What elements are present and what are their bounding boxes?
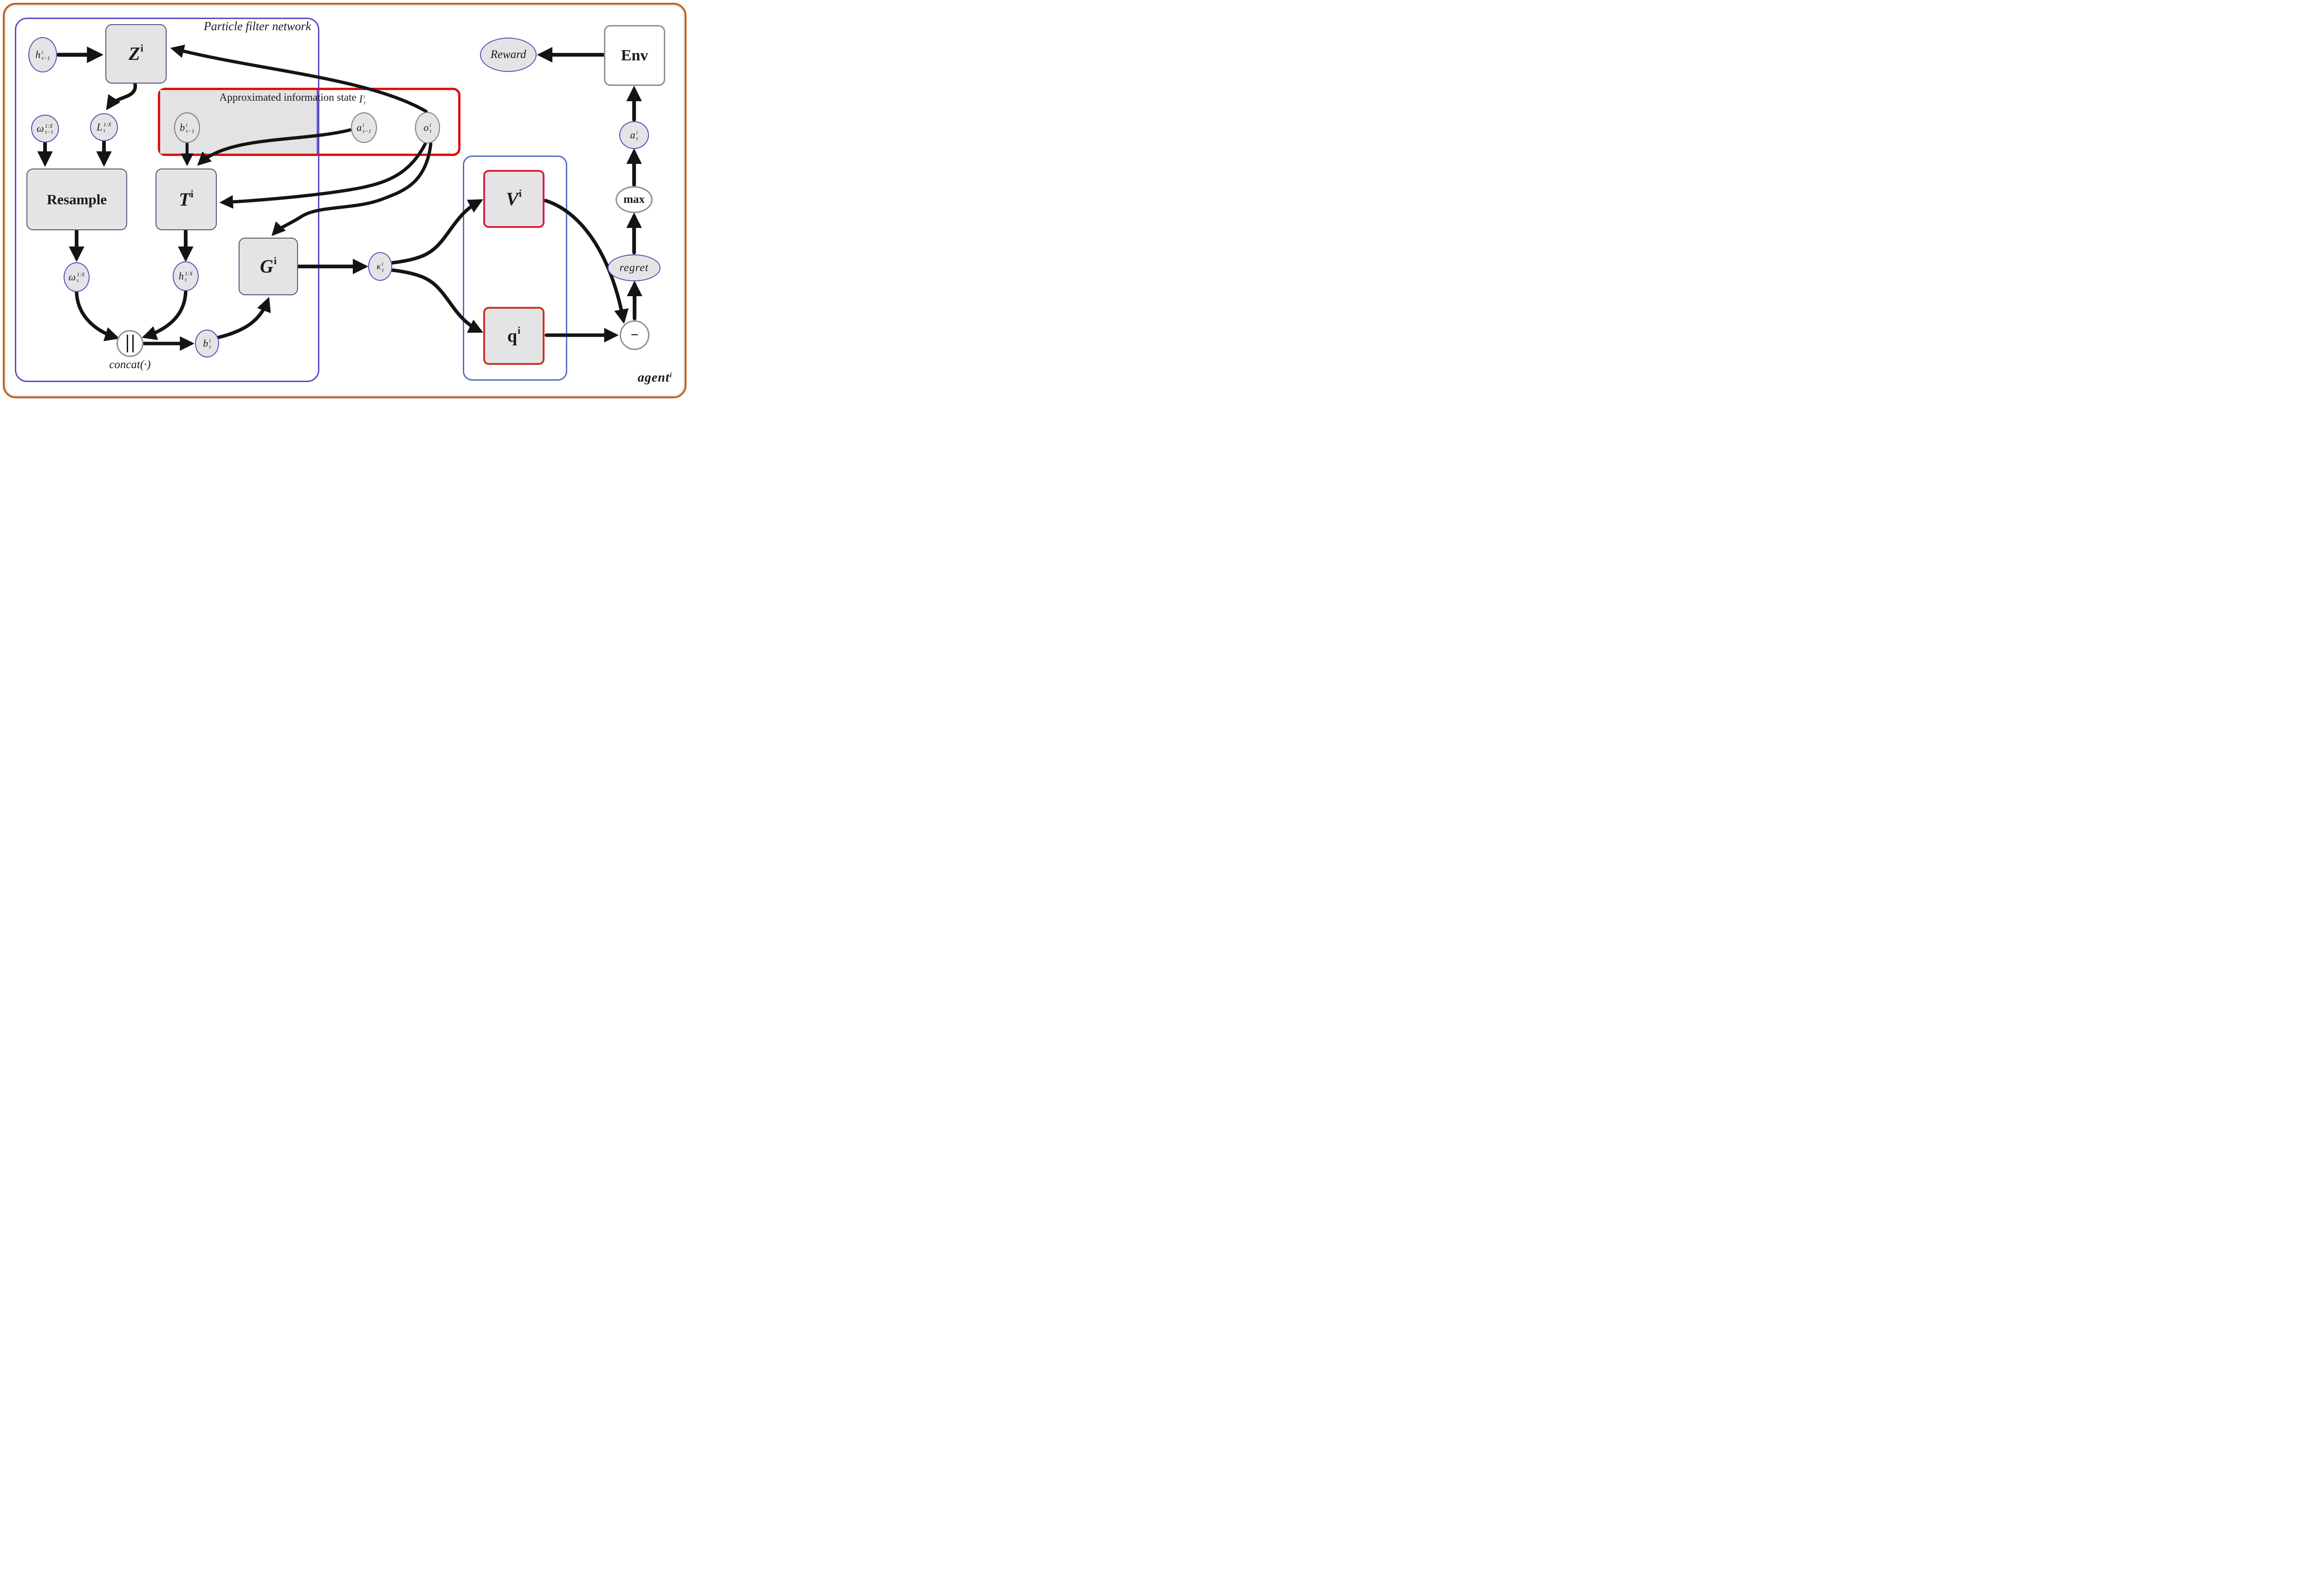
node-concat [117,330,143,357]
node-env: Env [604,25,665,86]
node-regret: regret [608,254,661,281]
particle-filter-network-label: Particle filter network [203,19,311,33]
agent-outer-box [3,3,687,398]
node-reward: Reward [480,38,537,72]
concat-label: concat(·) [109,358,151,371]
concat-bars-icon [126,335,134,352]
agent-label: agenti [637,370,672,385]
particle-filter-border-crossing [317,90,318,154]
node-minus: − [620,320,649,350]
node-max: max [616,186,653,213]
node-resample: Resample [26,169,127,230]
